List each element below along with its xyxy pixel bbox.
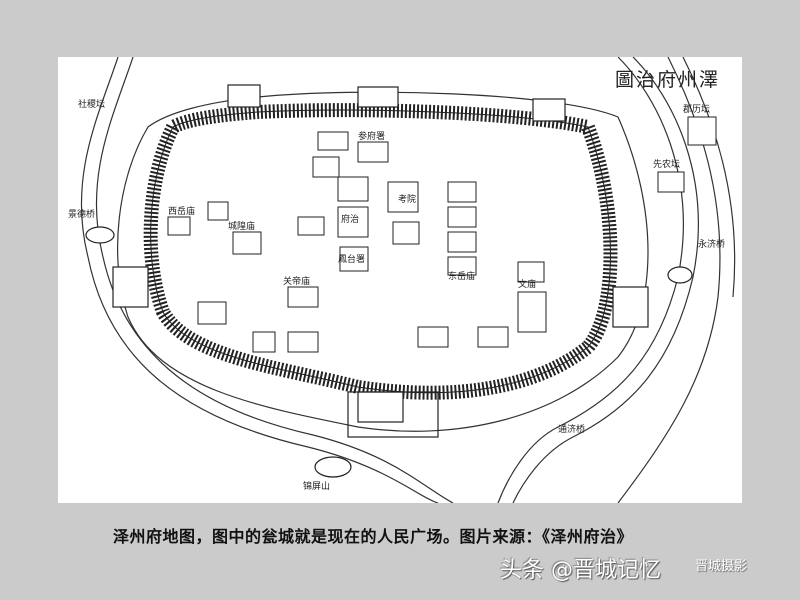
map-drawing: 考院 府治 鳳台署 先农坛 郡历坛 景德桥 永济桥 文庙 东岳庙 西岳庙 城隍庙… xyxy=(68,57,736,503)
label-fuzhi: 府治 xyxy=(341,213,359,225)
label-sheji: 社稷坛 xyxy=(78,98,105,110)
label-xiyue: 西岳庙 xyxy=(168,205,195,217)
label-dongyue: 东岳庙 xyxy=(448,270,475,282)
gate-north xyxy=(357,86,399,108)
gate-west xyxy=(112,266,149,308)
watermark-overlay: 晋城摄影 xyxy=(695,559,748,574)
river-east xyxy=(497,57,684,503)
label-fengtai: 鳳台署 xyxy=(338,253,365,265)
moat xyxy=(117,91,649,432)
bridge-east xyxy=(667,266,693,284)
watermark-prefix: 头条 xyxy=(500,558,545,583)
watermark: 头条 @晋城记忆 xyxy=(500,552,661,584)
label-canfu: 参府署 xyxy=(358,130,385,142)
historical-city-map: 考院 府治 鳳台署 先农坛 郡历坛 景德桥 永济桥 文庙 东岳庙 西岳庙 城隍庙… xyxy=(58,57,742,503)
bridge-south xyxy=(314,456,352,478)
label-wenmiao: 文庙 xyxy=(518,278,536,290)
label-xiannong: 先农坛 xyxy=(653,158,680,170)
label-yongji-bridge: 永济桥 xyxy=(698,238,725,250)
label-jingde-bridge: 景德桥 xyxy=(68,208,95,220)
label-guandi: 关帝庙 xyxy=(283,275,310,287)
label-tongji: 通济桥 xyxy=(558,423,585,435)
caption: 泽州府地图，图中的瓮城就是现在的人民广场。图片来源：《泽州府治》 xyxy=(113,527,634,546)
gate-south xyxy=(357,391,404,423)
watermark-handle: @晋城记忆 xyxy=(551,558,662,583)
label-chenghuang: 城隍庙 xyxy=(228,220,255,232)
buildings xyxy=(167,116,717,353)
river-west xyxy=(80,57,439,503)
barbican xyxy=(347,391,439,438)
map-title: 澤州府治圖 xyxy=(614,69,720,91)
tower-nw xyxy=(227,84,261,108)
label-jinping: 锦屏山 xyxy=(303,480,330,492)
bridge-west xyxy=(85,226,115,244)
label-kaoyuan: 考院 xyxy=(398,193,416,205)
label-junli: 郡历坛 xyxy=(683,104,710,115)
gate-east xyxy=(612,286,649,328)
tower-ne xyxy=(532,98,566,122)
